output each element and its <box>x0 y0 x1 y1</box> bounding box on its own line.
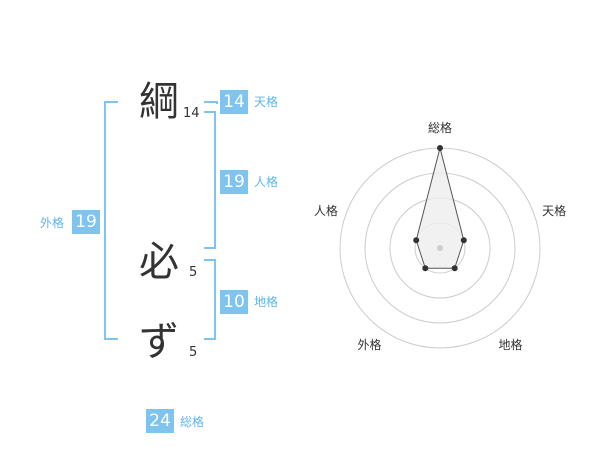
soukaku-value: 24 <box>146 409 174 433</box>
radar-axis-label: 天格 <box>542 203 566 218</box>
name-char-1: 綱 <box>139 79 179 125</box>
radar-axis-label: 人格 <box>314 203 338 218</box>
tenkaku-bracket <box>204 101 218 104</box>
stroke-count-2: 5 <box>189 265 198 280</box>
tenkaku-label: 天格 <box>254 95 279 109</box>
radar-data-polygon <box>415 147 465 269</box>
chikaku-label: 地格 <box>254 295 279 309</box>
gaikaku-value: 19 <box>72 210 100 234</box>
tenkaku-value: 14 <box>220 90 248 114</box>
jinkaku-label: 人格 <box>254 175 279 189</box>
name-char-2: 必 <box>139 239 179 285</box>
radar-data-point <box>451 265 458 272</box>
chikaku-bracket <box>204 259 216 340</box>
jinkaku-value: 19 <box>220 170 248 194</box>
name-char-3: ず <box>139 319 179 365</box>
stroke-count-1: 14 <box>183 106 200 121</box>
radar-axis-label: 総格 <box>428 120 452 135</box>
radar-data-point <box>460 237 467 244</box>
radar-center-dot <box>437 245 443 251</box>
soukaku-label: 総格 <box>180 415 205 429</box>
gaikaku-label: 外格 <box>40 216 65 230</box>
gaikaku-bracket <box>104 101 118 340</box>
radar-axis-label: 外格 <box>357 337 381 352</box>
chikaku-value: 10 <box>220 290 248 314</box>
radar-axis-label: 地格 <box>499 337 523 352</box>
radar-data-point <box>413 237 420 244</box>
jinkaku-bracket <box>204 111 216 249</box>
radar-data-point <box>437 145 443 151</box>
stroke-count-3: 5 <box>189 345 198 360</box>
radar-data-point <box>422 265 429 272</box>
